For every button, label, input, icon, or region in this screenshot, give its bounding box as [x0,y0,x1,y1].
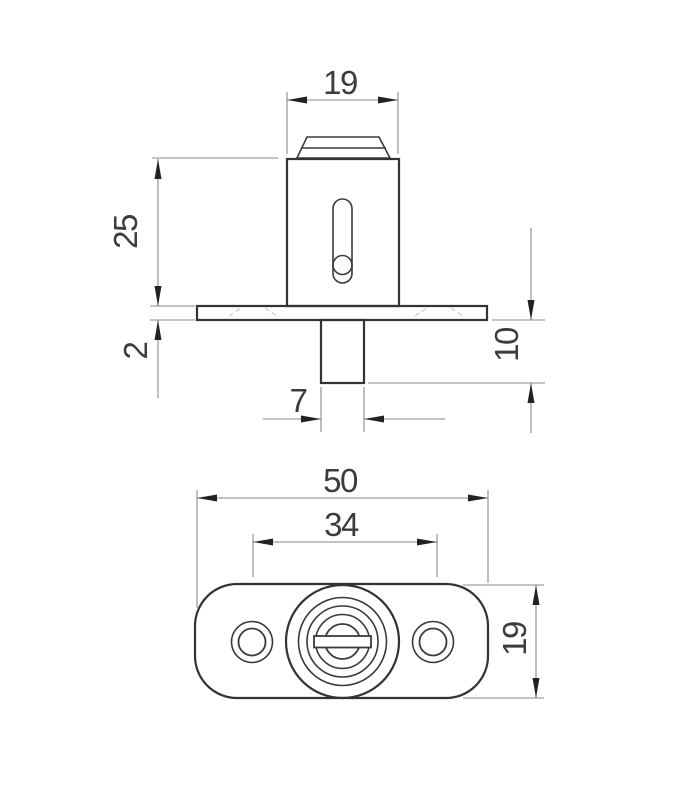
dim-value: 10 [488,327,525,362]
dim-value: 50 [323,462,358,499]
arrowhead [154,286,162,306]
dim-plate-length: 50 [196,462,489,608]
arrowhead [154,159,162,179]
arrowhead [154,320,162,340]
dim-front-body-height: 25 [107,157,278,306]
front-slot-pin [332,254,353,276]
dim-stem-width: 7 [263,382,445,432]
arrowhead [197,494,217,502]
dim-value: 2 [117,342,154,359]
arrowhead [532,678,540,698]
dim-value: 7 [290,382,307,419]
countersink-mark [228,307,242,317]
plan-view [193,582,490,700]
arrowhead [301,415,321,423]
arrowhead [378,96,398,104]
front-flange [195,304,489,322]
dim-stem-protrusion: 10 [368,228,545,433]
key-slot [313,635,372,649]
front-slot [332,198,353,284]
mounting-hole-right-countersink [411,620,455,664]
dim-flange-thickness: 2 [117,305,195,398]
arrowhead [417,538,437,546]
dim-value: 19 [323,64,357,101]
cylinder-ring [306,605,379,678]
mounting-hole-right [418,627,448,657]
dim-front-body-width: 19 [286,64,399,154]
dim-value: 25 [107,215,144,249]
cylinder-ring [297,596,388,687]
countersink-marks [228,307,464,317]
dim-value: 34 [324,506,359,543]
arrowhead [527,383,535,403]
front-body [285,157,401,308]
mounting-hole-left-countersink [230,620,274,664]
dim-plate-width: 19 [463,584,544,699]
countersink-mark [264,307,278,317]
front-view [195,136,489,385]
arrowhead [532,585,540,605]
dim-value: 19 [496,622,533,656]
mounting-hole-left [237,627,267,657]
front-stem [319,318,366,385]
arrowhead [287,96,307,104]
countersink-mark [450,307,464,317]
arrowhead [527,300,535,320]
countersink-mark [414,307,428,317]
dim-hole-spacing: 34 [252,506,438,577]
arrowhead [253,538,273,546]
cylinder-outer-ring [284,583,401,700]
arrowhead [364,415,384,423]
arrowhead [468,494,488,502]
